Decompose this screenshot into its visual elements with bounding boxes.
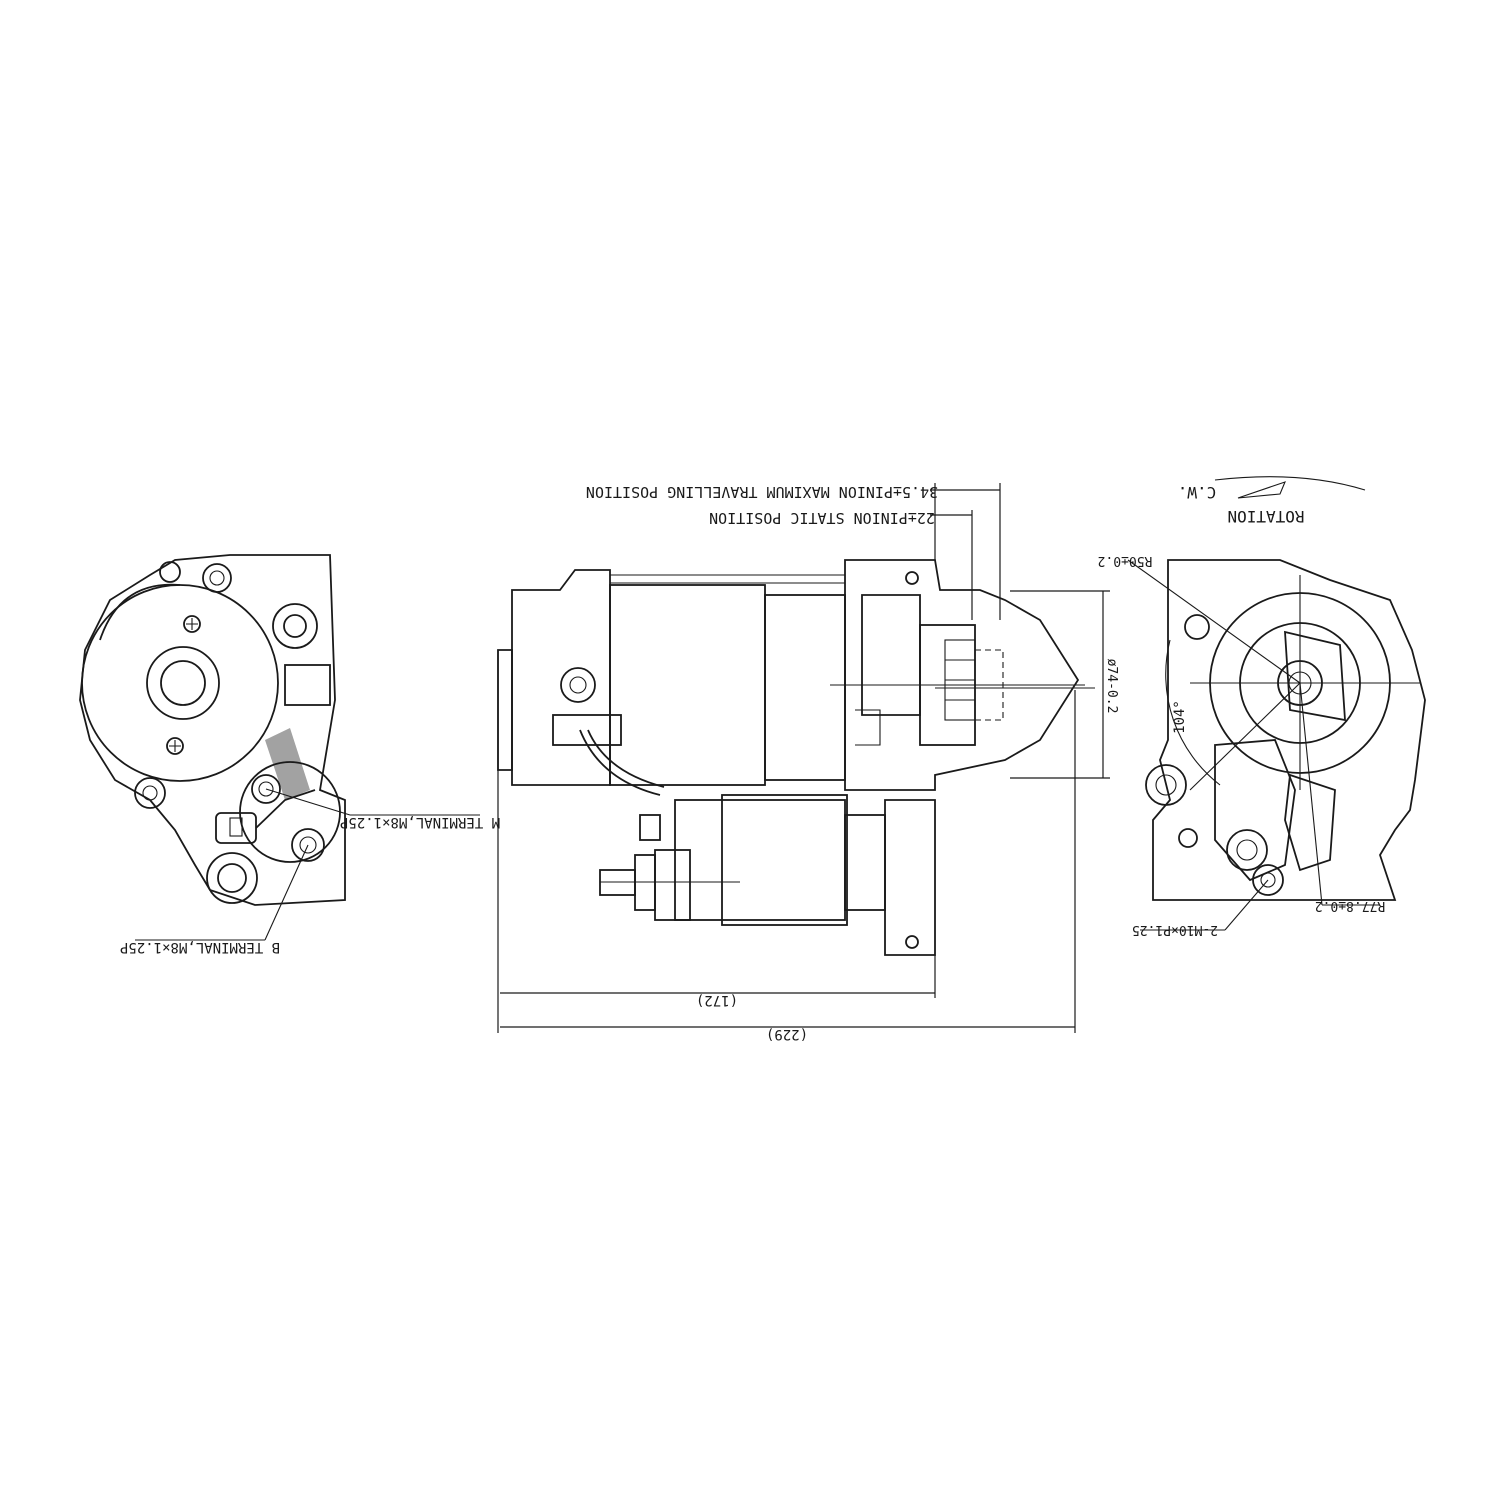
clockwise-label: C.W.: [1178, 483, 1217, 502]
pinion-max-label: 34.5±PINION MAXIMUM TRAVELLING POSITION: [586, 483, 938, 501]
left-end-view: [79, 554, 480, 941]
diameter-label: ø74-0.2: [1104, 659, 1119, 714]
dimension-172-label: (172): [696, 992, 738, 1008]
middle-side-view: [497, 559, 1095, 956]
m-terminal-label: M TERMINAL,M8×1.25P: [340, 814, 500, 830]
annotation-labels: M TERMINAL,M8×1.25P B TERMINAL,M8×1.25P …: [120, 483, 1385, 1042]
angle-label: 104°: [1172, 700, 1188, 734]
dimension-229-label: (229): [766, 1026, 808, 1042]
dimension-lines: [497, 483, 1110, 1033]
radius-50-label: R50±0.2: [1098, 553, 1153, 568]
b-terminal-label: B TERMINAL,M8×1.25P: [120, 939, 280, 955]
bolt-label: 2-M10×P1.25: [1132, 922, 1218, 937]
rotation-label: ROTATION: [1227, 507, 1304, 526]
right-end-view: [1127, 476, 1426, 931]
radius-77-label: R77.8±0.2: [1315, 898, 1385, 913]
pinion-static-label: 22±PINION STATIC POSITION: [709, 509, 935, 527]
